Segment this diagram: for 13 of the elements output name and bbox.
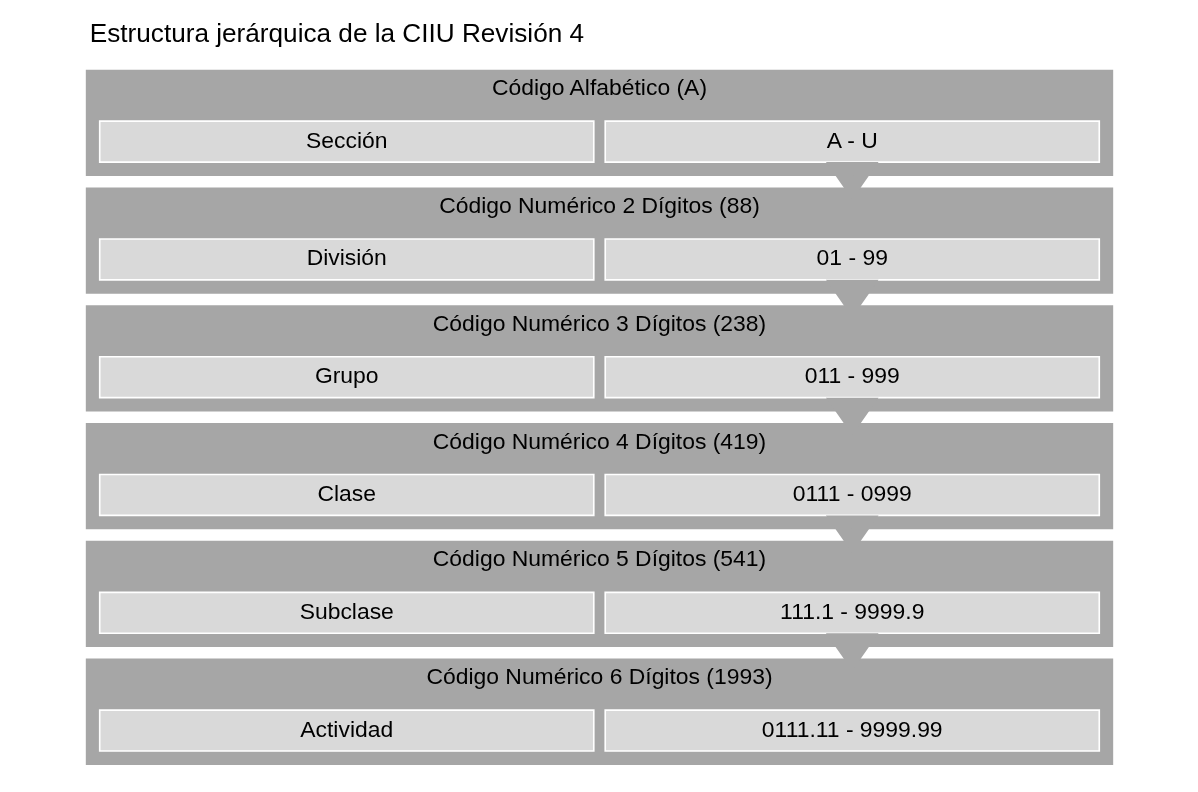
node-box: 01 - 99: [603, 238, 1100, 281]
node-box: Subclase: [98, 591, 595, 635]
node-box: 0111.11 - 9999.99: [603, 709, 1100, 752]
node-box: Clase: [98, 473, 595, 517]
node-box: Actividad: [98, 709, 595, 752]
node-box: 111.1 - 9999.9: [603, 591, 1100, 635]
node-box: 0111 - 0999: [603, 473, 1100, 517]
node-box: Sección: [98, 120, 595, 163]
node-box: Grupo: [98, 355, 595, 399]
node-box: División: [98, 238, 595, 281]
node-box: A - U: [603, 120, 1100, 163]
diagram-title: Estructura jerárquica de la CIIU Revisión 4: [89, 18, 584, 49]
node-box: 011 - 999: [603, 355, 1100, 399]
